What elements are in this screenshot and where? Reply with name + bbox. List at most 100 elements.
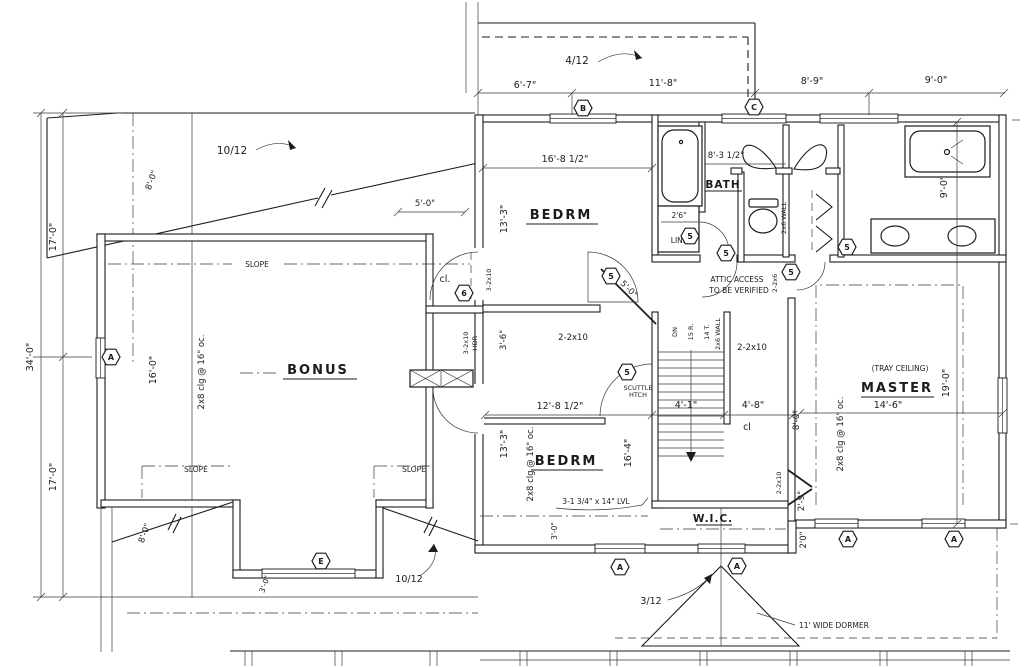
note-dormer: 11' WIDE DORMER [799,621,869,630]
closet-door-arc [429,251,479,301]
dormer-triangle [640,565,801,647]
dim-14-6: 14'-6" [874,400,903,411]
bedroom-door-fan [587,251,639,303]
dim-3-0-window: 3'-0" [550,522,559,540]
dim-4-8: 4'-8" [742,400,765,411]
dim-16-4: 16'-4" [623,439,634,468]
room-label-bedroom-upper: BEDRM [530,208,593,223]
slope-3-12: 3/12 [640,596,661,607]
dim-4-1: 4'-1" [675,400,698,411]
window-bedroom-2 [697,543,746,554]
note-clg-bedroom: 2x8 clg @ 16" oc. [526,427,536,502]
note-hdr2-a: 2-2x10 [558,333,588,343]
top-dormer-outline [465,2,756,115]
lower-roof-lines [33,119,1023,652]
bathtub [657,125,703,207]
slope-4-12: 4/12 [565,55,589,67]
note-hdr-label: HDR [471,335,479,350]
marker-door-5-bath: 5 [716,244,736,262]
slope-10-12-top: 10/12 [217,145,247,157]
room-label-linen: LIN. [671,236,685,245]
svg-text:5: 5 [844,243,850,252]
marker-window-a-bottom-2: A [727,557,747,575]
note-tray-ceiling: (TRAY CEILING) [872,364,929,373]
dim-12-8h: 12'-8 1/2" [537,401,584,412]
note-scuttle-2: HTCH [629,391,647,399]
dim-8-9: 8'-9" [801,76,824,87]
dim-3-6: 3'-6" [499,330,509,350]
dim-13-3-upper: 13'-3" [499,205,510,234]
note-2x6-hdr: 2-2x6 [771,274,779,293]
text-labels: 4/12 6'-7" 11'-8" 8'-9" 9'-0" 9'-0" 16'-… [25,55,952,630]
marker-door-5-scuttle: 5 [617,363,637,381]
svg-text:B: B [580,104,586,113]
stairs: DN 15 R. 14 T. [658,324,724,462]
tray-ceiling-outline [815,284,964,505]
window-master-2 [921,518,966,529]
window-master-1 [814,518,859,529]
marker-window-a-master-1: A [838,530,858,548]
room-label-bonus: BONUS [287,363,349,378]
stairs-dn-label: DN [671,327,679,337]
marker-window-b: B [573,99,593,117]
dim-16-8h: 16'-8 1/2" [542,154,589,165]
dim-17-0-lower: 17'-0" [48,463,59,492]
dim-2-0: 2'0" [799,531,809,548]
master-door-arc [796,261,826,291]
bifold-doors [811,190,833,253]
dim-2-9: 2'-9" [797,491,807,511]
dim-8-0-hall: 8'-0" [792,410,802,430]
window-master-bath [819,113,899,124]
note-scuttle-1: SCUTTLE [624,384,653,392]
svg-text:C: C [751,103,757,112]
note-2x6-wall-a: 2x6 WALL [714,318,722,350]
dim-11-8: 11'-8" [649,78,678,89]
angled-closet-door [787,469,813,506]
note-hdr2-b: 2-2x10 [737,343,767,353]
room-label-master: MASTER [861,381,933,396]
dim-9-0-vert: 9'-0" [939,176,950,199]
room-label-stair-closet: cl [743,422,751,433]
note-2x6-wall-b: 2x6 WALL [780,202,788,234]
dim-16-0: 16'-0" [148,356,159,385]
bottom-strip [230,650,1010,666]
shower [904,125,991,178]
walls [96,114,1007,579]
marker-window-a-left: A [101,348,121,366]
room-label-wic: W.I.C. [693,513,733,525]
marker-window-a-bottom-1: A [610,558,630,576]
dimension-lines [33,88,1009,602]
double-vanity [870,218,996,254]
dim-8-3h: 8'-3 1/2" [708,151,745,161]
windows [95,113,1008,579]
marker-door-5-master: 5 [781,263,801,281]
toilet [748,198,779,234]
bath-door-arc [701,261,738,298]
dim-2-6: 2'6" [671,211,686,220]
dim-8-0-topleft: 8'-0" [144,169,160,191]
dim-13-3-lower: 13'-3" [499,430,510,459]
roof-lines [46,112,479,597]
dim-34-0: 34'-0" [25,343,36,372]
door-swings [429,144,828,434]
svg-text:A: A [108,353,115,362]
scuttle-door-arc [599,363,653,417]
closet-door-pie [793,144,828,171]
dim-8-0-bottomleft: 8'-0" [137,522,153,544]
room-label-bedroom-lower: BEDRM [535,454,598,469]
ceiling-lines [108,263,964,530]
svg-text:A: A [734,562,741,571]
marker-door-6-closet: 6 [454,284,474,302]
svg-text:5: 5 [687,232,693,241]
svg-text:5: 5 [788,268,794,277]
note-attic-2: TO BE VERIFIED [708,286,769,295]
window-master-right [997,377,1008,434]
note-hdr3-upper: 3-2x10 [485,269,493,292]
dim-6-7: 6'-7" [514,80,537,91]
note-slope-a: SLOPE [245,260,269,269]
note-clg-bonus: 2x8 clg @ 16" oc. [197,335,207,410]
window-bedroom-1 [594,543,646,554]
marker-window-c: C [744,98,764,116]
